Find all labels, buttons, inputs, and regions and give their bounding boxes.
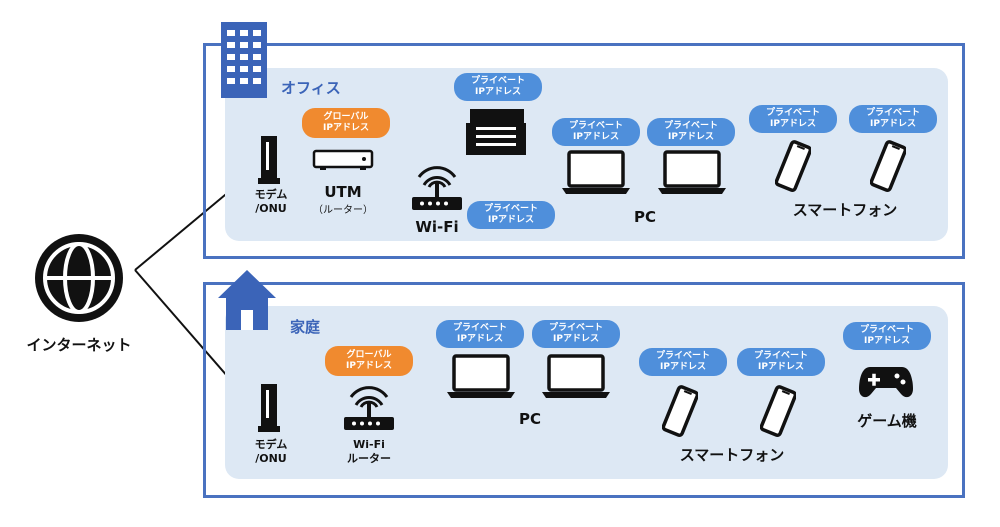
home-global-ip-line1: グローバル — [346, 350, 392, 360]
private-ip-line1: プライベート — [865, 108, 920, 118]
smartphone-icon — [774, 139, 813, 195]
private-ip-line2: IPアドレス — [488, 215, 534, 225]
laptop-icon — [656, 150, 728, 196]
internet-label: インターネット — [26, 336, 132, 354]
office-pc1-private-ip-badge: プライベート IPアドレス — [552, 118, 640, 146]
wifi-router-icon — [410, 163, 464, 213]
private-ip-line1: プライベート — [548, 323, 603, 333]
office-modem-label: モデム /ONU — [236, 188, 306, 216]
laptop-icon — [540, 354, 612, 400]
home-modem-label-line1: モデム — [254, 438, 288, 451]
modem-icon — [258, 136, 280, 184]
building-icon — [219, 22, 271, 98]
private-ip-line2: IPアドレス — [770, 119, 816, 129]
utm-router-icon — [312, 148, 374, 170]
home-wifi-label-line2: ルーター — [347, 452, 391, 465]
private-ip-line2: IPアドレス — [475, 87, 521, 97]
office-global-ip-line1: グローバル — [323, 112, 369, 122]
home-phone2-private-ip-badge: プライベート IPアドレス — [737, 348, 825, 376]
private-ip-line1: プライベート — [483, 204, 538, 214]
home-global-ip-line2: IPアドレス — [346, 361, 392, 371]
utm-label: UTM — [324, 183, 362, 201]
office-phone2-private-ip-badge: プライベート IPアドレス — [849, 105, 937, 133]
office-modem-label-line1: モデム — [254, 188, 288, 201]
private-ip-line1: プライベート — [765, 108, 820, 118]
private-ip-line2: IPアドレス — [457, 334, 503, 344]
private-ip-line2: IPアドレス — [668, 132, 714, 142]
home-global-ip-badge: グローバル IPアドレス — [325, 346, 413, 376]
private-ip-line2: IPアドレス — [864, 336, 910, 346]
office-wifi-private-ip-badge: プライベート IPアドレス — [467, 201, 555, 229]
office-frame — [203, 43, 965, 259]
home-pc-label: PC — [518, 410, 541, 428]
office-global-ip-line2: IPアドレス — [323, 123, 369, 133]
home-game-private-ip-badge: プライベート IPアドレス — [843, 322, 931, 350]
home-wifi-label: Wi-Fi ルーター — [329, 438, 409, 466]
private-ip-line1: プライベート — [753, 351, 808, 361]
home-pc1-private-ip-badge: プライベート IPアドレス — [436, 320, 524, 348]
office-title: オフィス — [281, 79, 341, 97]
smartphone-icon — [869, 139, 908, 195]
private-ip-line1: プライベート — [859, 325, 914, 335]
private-ip-line2: IPアドレス — [870, 119, 916, 129]
office-wifi-label: Wi-Fi — [415, 218, 459, 236]
office-modem-label-line2: /ONU — [255, 202, 287, 215]
home-phone1-private-ip-badge: プライベート IPアドレス — [639, 348, 727, 376]
office-phone1-private-ip-badge: プライベート IPアドレス — [749, 105, 837, 133]
home-frame — [203, 282, 965, 498]
modem-icon — [258, 384, 280, 432]
smartphone-icon — [759, 384, 798, 440]
utm-sublabel: （ルーター） — [313, 205, 373, 216]
home-phone-label: スマートフォン — [679, 446, 785, 464]
private-ip-line2: IPアドレス — [553, 334, 599, 344]
game-console-label: ゲーム機 — [857, 412, 917, 430]
home-wifi-label-line1: Wi-Fi — [353, 438, 385, 451]
office-global-ip-badge: グローバル IPアドレス — [302, 108, 390, 138]
private-ip-line1: プライベート — [470, 76, 525, 86]
smartphone-icon — [661, 384, 700, 440]
private-ip-line2: IPアドレス — [758, 362, 804, 372]
home-modem-label-line2: /ONU — [255, 452, 287, 465]
private-ip-line1: プライベート — [655, 351, 710, 361]
laptop-icon — [445, 354, 517, 400]
office-phone-label: スマートフォン — [792, 201, 898, 219]
private-ip-line2: IPアドレス — [660, 362, 706, 372]
office-pc-label: PC — [633, 208, 656, 226]
office-pc2-private-ip-badge: プライベート IPアドレス — [647, 118, 735, 146]
private-ip-line2: IPアドレス — [573, 132, 619, 142]
office-printer-private-ip-badge: プライベート IPアドレス — [454, 73, 542, 101]
house-icon — [216, 268, 278, 332]
home-title: 家庭 — [290, 318, 321, 336]
game-controller-icon — [858, 363, 914, 401]
wifi-router-icon — [342, 383, 396, 433]
home-pc2-private-ip-badge: プライベート IPアドレス — [532, 320, 620, 348]
printer-icon — [464, 105, 528, 157]
private-ip-line1: プライベート — [452, 323, 507, 333]
home-modem-label: モデム /ONU — [236, 438, 306, 466]
globe-icon — [33, 232, 125, 324]
laptop-icon — [560, 150, 632, 196]
private-ip-line1: プライベート — [568, 121, 623, 131]
private-ip-line1: プライベート — [663, 121, 718, 131]
